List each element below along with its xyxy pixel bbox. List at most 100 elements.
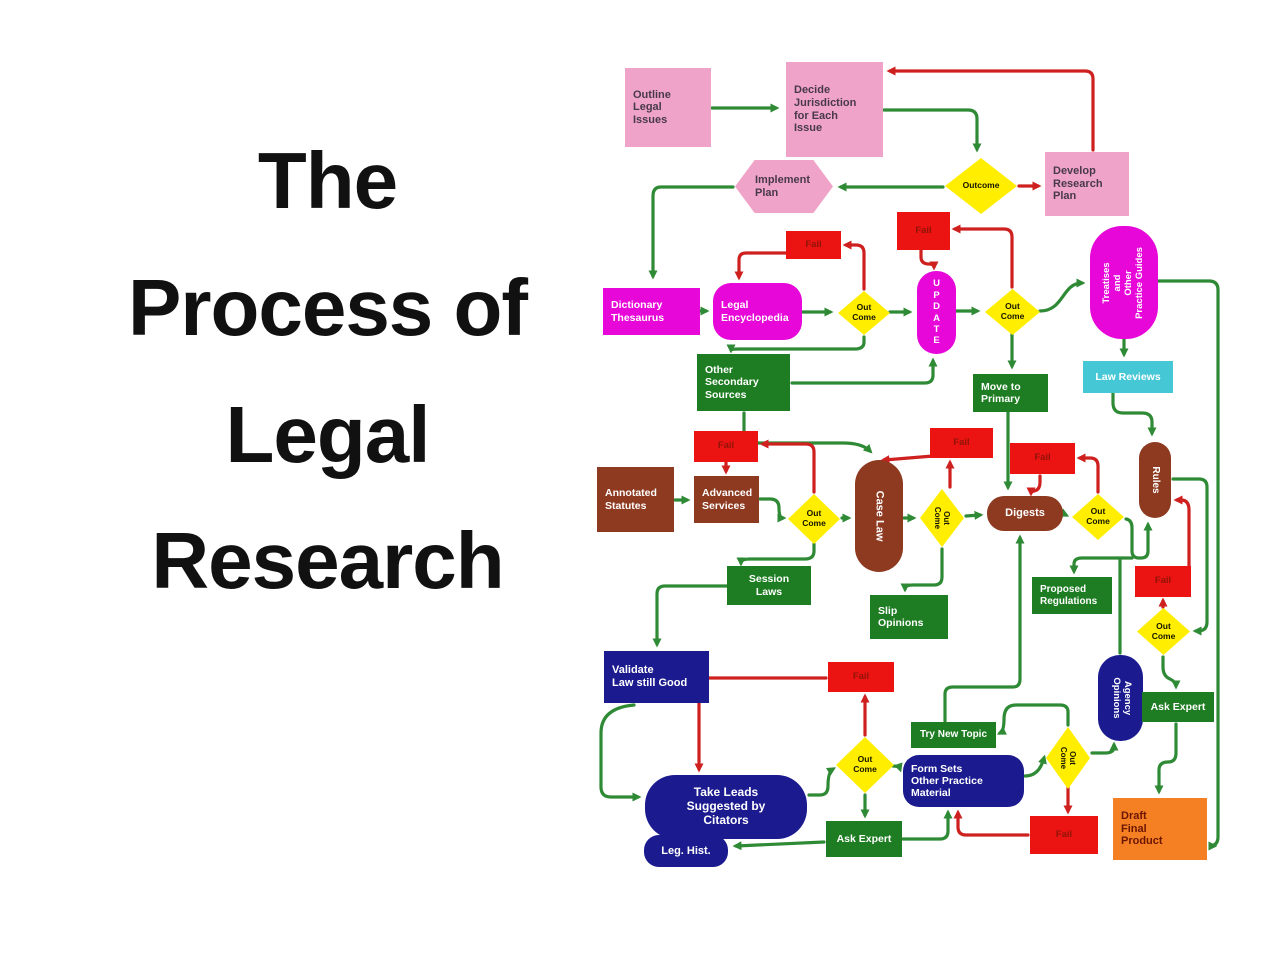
node-label-session-laws: Session Laws (748, 573, 790, 598)
connector-green-34 (1161, 655, 1181, 690)
node-annotated-statutes: Annotated Statutes (597, 467, 674, 532)
connector-green-33 (1171, 477, 1209, 636)
connector-green-40 (901, 809, 953, 841)
node-label-move-to-primary: Move to Primary (981, 380, 1021, 405)
node-move-to-primary: Move to Primary (973, 374, 1048, 412)
connector-green-35 (1154, 722, 1178, 795)
connector-green-39 (732, 840, 826, 851)
node-proposed-regulations: Proposed Regulations (1032, 577, 1112, 614)
node-label-outcome-1: Outcome (962, 180, 1000, 191)
node-decide-jurisdiction: Decide Jurisdiction for Each Issue (786, 62, 883, 157)
connector-red-59 (953, 809, 1030, 837)
connector-red-55 (1173, 495, 1191, 568)
connector-green-41 (891, 762, 903, 773)
connector-red-48 (759, 439, 816, 494)
node-label-ask-expert-bottom: Ask Expert (836, 832, 892, 845)
connector-red-53 (1026, 474, 1042, 497)
connector-red-51 (880, 454, 935, 465)
title-line-2: Process of (127, 262, 528, 352)
connector-green-31 (1090, 741, 1119, 755)
connector-green-11 (1156, 279, 1220, 851)
node-take-leads: Take Leads Suggested by Citators (645, 775, 807, 839)
node-label-ask-expert-right: Ask Expert (1150, 700, 1206, 713)
connector-green-28 (1069, 556, 1134, 575)
node-fail-h: Fail (1030, 816, 1098, 854)
connector-green-32 (1023, 754, 1047, 778)
node-fail-d: Fail (930, 428, 993, 458)
connector-green-24 (726, 335, 866, 354)
connector-green-26 (1124, 517, 1153, 560)
title-line-1: The (257, 136, 398, 225)
node-legal-encyclopedia: Legal Encyclopedia (713, 283, 802, 340)
node-try-new-topic: Try New Topic (911, 722, 996, 748)
node-label-outcome-c: Out Come (802, 508, 826, 528)
node-treatises: Treatises and Other Practice Guides (1090, 226, 1158, 339)
connector-green-22 (900, 547, 944, 593)
node-label-outcome-f: Out Come (1151, 620, 1176, 641)
node-digests: Digests (987, 496, 1063, 531)
node-label-outcome-g: Out Come (853, 754, 877, 774)
node-fail-e: Fail (1010, 443, 1075, 474)
node-label-fail-g: Fail (852, 670, 870, 682)
node-label-proposed-regulations: Proposed Regulations (1040, 584, 1098, 607)
node-label-update: U P D A T E (933, 278, 940, 347)
node-label-fail-c: Fail (717, 440, 735, 452)
node-fail-f: Fail (1135, 566, 1191, 597)
node-label-leg-hist: Leg. Hist. (661, 844, 711, 857)
node-draft-final-product: Draft Final Product (1113, 798, 1207, 860)
connector-green-12 (1111, 391, 1157, 437)
node-label-fail-f: Fail (1154, 575, 1172, 587)
node-label-fail-a: Fail (805, 238, 822, 250)
node-label-decide-jurisdiction: Decide Jurisdiction for Each Issue (794, 84, 857, 135)
connector-red-43 (886, 66, 1095, 152)
node-law-reviews: Law Reviews (1083, 361, 1173, 393)
node-label-form-sets: Form Sets Other Practice Material (911, 762, 983, 800)
node-implement-plan: Implement Plan (735, 160, 833, 213)
node-label-validate-law-still-good: Validate Law still Good (612, 664, 688, 689)
node-label-outcome-a: Out Come (852, 302, 876, 322)
node-label-draft-final-product: Draft Final Product (1121, 810, 1163, 848)
node-advanced-services: Advanced Services (694, 476, 759, 523)
node-label-fail-h: Fail (1055, 828, 1073, 840)
node-label-case-law: Case Law (873, 490, 886, 542)
node-fail-a: Fail (786, 231, 841, 259)
node-label-legal-encyclopedia: Legal Encyclopedia (721, 299, 789, 324)
node-label-law-reviews: Law Reviews (1095, 370, 1161, 383)
node-label-annotated-statutes: Annotated Statutes (605, 487, 657, 512)
node-fail-g: Fail (828, 662, 894, 692)
connector-green-37 (807, 767, 836, 797)
node-label-implement-plan: Implement Plan (755, 173, 811, 199)
node-ask-expert-bottom: Ask Expert (826, 821, 902, 857)
node-other-secondary-sources: Other Secondary Sources (697, 354, 790, 411)
title-line-4: Research (151, 516, 504, 606)
node-label-treatises: Treatises and Other Practice Guides (1101, 246, 1145, 319)
node-update: U P D A T E (917, 271, 956, 354)
connector-green-18 (964, 510, 984, 520)
node-session-laws: Session Laws (727, 566, 811, 605)
node-label-agency-opinions: Agency Opinions (1110, 677, 1133, 719)
node-slip-opinions: Slip Opinions (870, 595, 948, 639)
node-label-fail-b: Fail (915, 224, 932, 236)
node-label-dictionary-thesaurus: Dictionary Thesaurus (611, 299, 665, 324)
node-label-take-leads: Take Leads Suggested by Citators (686, 785, 766, 827)
node-label-try-new-topic: Try New Topic (919, 729, 988, 741)
node-leg-hist: Leg. Hist. (644, 835, 728, 867)
node-label-advanced-services: Advanced Services (702, 487, 753, 512)
node-label-fail-e: Fail (1034, 452, 1051, 464)
node-rules: Rules (1139, 442, 1171, 518)
node-label-develop-research-plan: Develop Research Plan (1053, 165, 1103, 203)
node-label-outline-legal-issues: Outline Legal Issues (633, 88, 671, 126)
node-outline-legal-issues: Outline Legal Issues (625, 68, 711, 147)
node-label-rules: Rules (1149, 466, 1161, 494)
connector-green-36 (599, 703, 642, 802)
connector-green-21 (652, 584, 729, 648)
connector-red-52 (1076, 453, 1100, 494)
connector-red-47 (919, 248, 939, 271)
connector-green-1 (882, 108, 982, 153)
connector-green-15 (758, 497, 787, 523)
node-dictionary-thesaurus: Dictionary Thesaurus (603, 288, 700, 335)
node-form-sets: Form Sets Other Practice Material (903, 755, 1024, 807)
node-label-outcome-h: Out Come (1059, 746, 1078, 770)
